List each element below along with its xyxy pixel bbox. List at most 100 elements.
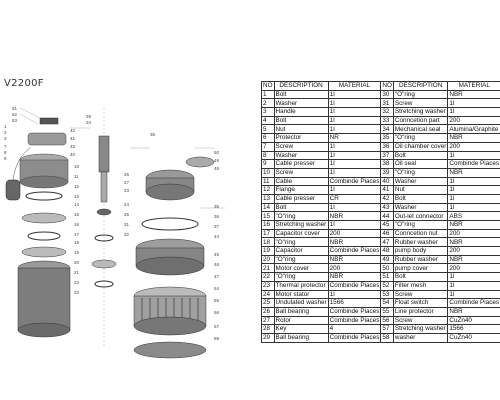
part-description: Oil chamber cover <box>392 141 449 152</box>
part-material: NBR <box>447 220 500 230</box>
callout-number: 16 <box>74 222 80 227</box>
callout-number: 46 <box>214 262 220 267</box>
callout-number: 8 <box>4 150 7 155</box>
model-label: V2200F <box>4 78 44 89</box>
part-no: 32 <box>380 107 394 117</box>
part-material: 1I <box>327 167 382 178</box>
pump-body-part <box>135 156 215 276</box>
callout-number: 17 <box>74 232 80 237</box>
part-no: 19 <box>261 246 275 256</box>
callout-number: 48 <box>214 166 220 171</box>
callout-number: 56 <box>214 310 220 315</box>
part-material: Combinde Piaces <box>327 332 382 343</box>
part-material: NBR <box>327 237 382 248</box>
part-no: 10 <box>261 167 275 178</box>
part-no: 8 <box>261 150 275 161</box>
part-material: 1I <box>327 159 382 169</box>
callout-number: 18 <box>74 240 80 245</box>
parts-table: NO DESCRIPTION MATERIAL NO DESCRIPTION M… <box>261 81 500 343</box>
part-material: 1I <box>327 141 382 152</box>
callout-number: 22 <box>74 280 80 285</box>
part-material: 200 <box>447 141 500 152</box>
part-material: Combinde Piaces <box>327 306 382 317</box>
part-no: 55 <box>380 306 394 317</box>
callout-number: 1 <box>4 124 7 129</box>
part-description: Bolt <box>392 193 449 204</box>
part-material: NBR <box>447 133 500 143</box>
callout-number: 31 <box>124 222 130 227</box>
part-no: 44 <box>380 211 394 221</box>
part-description: "O"ring <box>392 89 449 100</box>
part-no: 49 <box>380 254 394 265</box>
part-description: Oil seal <box>392 159 449 169</box>
part-material: 200 <box>327 263 382 274</box>
part-no: 50 <box>380 263 394 274</box>
callout-number: 44 <box>214 234 220 239</box>
part-material: 1I <box>447 272 500 282</box>
part-material: 1566 <box>327 298 382 308</box>
part-material: CuZn40 <box>447 315 500 326</box>
part-description: "O"ring <box>273 237 329 248</box>
part-material: NBR <box>447 167 500 178</box>
part-description: Bolt <box>392 272 449 282</box>
part-material: NBR <box>327 272 382 282</box>
callout-number: 26 <box>124 172 130 177</box>
part-no: 51 <box>380 272 394 282</box>
callout-number: 41 <box>70 136 76 141</box>
part-no: 56 <box>380 315 394 326</box>
part-description: "O"ring <box>392 133 449 143</box>
part-description: Screw <box>273 141 329 152</box>
part-no: 9 <box>261 159 275 169</box>
callout-number: 3 <box>4 136 7 141</box>
part-description: Capacitor <box>273 246 329 256</box>
part-description: Protector <box>273 133 329 143</box>
part-material: NBR <box>447 237 500 248</box>
part-description: Capacitor cover <box>273 228 329 239</box>
part-description: Line protector <box>392 306 449 317</box>
filter-mesh-part <box>133 286 207 359</box>
part-material: 1I <box>447 289 500 300</box>
part-no: 58 <box>380 332 394 343</box>
part-description: Motor cover <box>273 263 329 274</box>
part-description: washer <box>392 332 449 343</box>
part-no: 3 <box>261 107 275 117</box>
part-material: NBR <box>447 306 500 317</box>
part-no: 17 <box>261 228 275 239</box>
part-no: 37 <box>380 150 394 161</box>
callout-number: 33 <box>124 188 130 193</box>
part-no: 26 <box>261 306 275 317</box>
part-description: Washer <box>392 202 449 213</box>
part-material: 1I <box>327 150 382 161</box>
header-material: MATERIAL <box>327 81 382 91</box>
part-no: 33 <box>380 115 394 126</box>
part-material: 1I <box>327 98 382 109</box>
part-description: Stretching washer <box>273 220 329 230</box>
part-no: 54 <box>380 298 394 308</box>
part-no: 52 <box>380 280 394 291</box>
part-description: Thermal protector <box>273 280 329 291</box>
part-no: 24 <box>261 289 275 300</box>
callout-number: 24 <box>124 202 130 207</box>
part-no: 42 <box>380 193 394 204</box>
callout-number: 37 <box>214 224 220 229</box>
part-description: Mechanical seal <box>392 124 449 135</box>
part-material: 200 <box>447 246 500 256</box>
callout-number: 35 <box>214 204 220 209</box>
part-material: 1I <box>327 289 382 300</box>
part-material: NBR <box>447 254 500 265</box>
part-material: Combinde Piaces <box>327 315 382 326</box>
part-no: 29 <box>261 332 275 343</box>
